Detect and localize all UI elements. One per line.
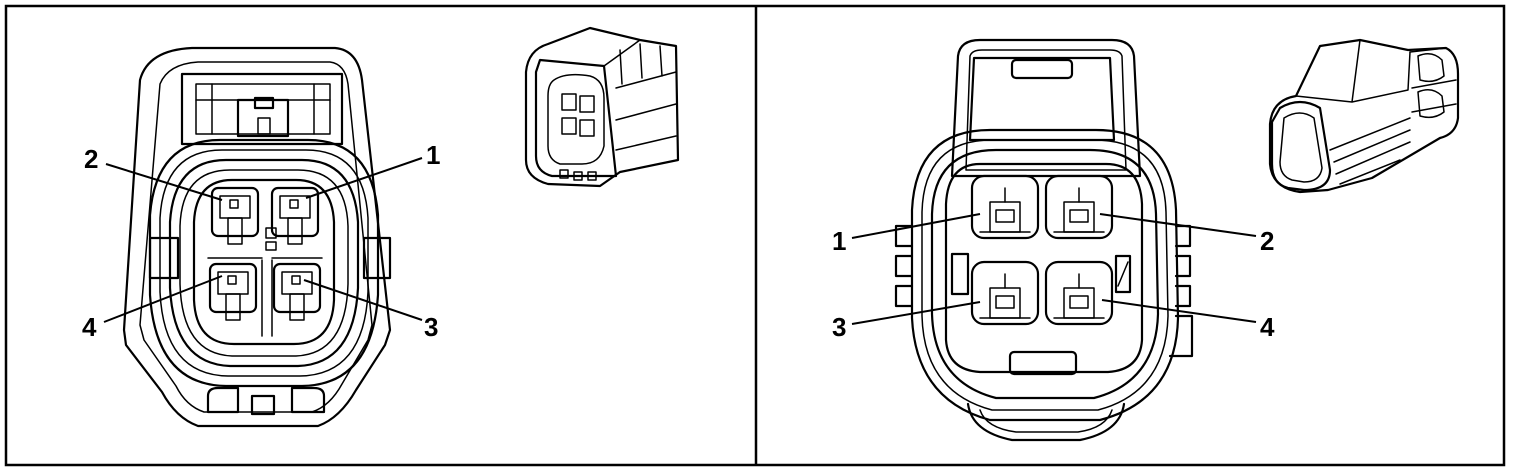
leader-line <box>851 213 981 239</box>
leader-line <box>305 157 423 199</box>
pin-label: 1 <box>832 226 846 256</box>
left-connector-face <box>122 46 392 428</box>
leader-line <box>103 275 223 323</box>
left-cavity-4 <box>208 262 258 321</box>
leader-line <box>1101 299 1257 323</box>
leader-line <box>1099 213 1257 237</box>
right-connector-face <box>894 38 1194 442</box>
right-pin-labels: 1 2 3 4 <box>832 213 1275 342</box>
left-pin-labels: 2 1 4 3 <box>82 140 440 342</box>
right-cavity-2 <box>1044 174 1114 240</box>
pin-label: 3 <box>424 312 438 342</box>
leader-line <box>303 279 423 321</box>
left-cavity-1 <box>270 186 320 245</box>
right-panel: 1 2 3 4 <box>832 38 1460 442</box>
pin-label: 2 <box>1260 226 1274 256</box>
leader-line <box>105 163 223 201</box>
left-cavity-2 <box>210 186 260 245</box>
pin-label: 4 <box>1260 312 1275 342</box>
right-cavity-1 <box>970 174 1040 240</box>
right-connector-thumbnail <box>1268 38 1460 194</box>
pin-label: 2 <box>84 144 98 174</box>
pin-label: 1 <box>426 140 440 170</box>
left-connector-thumbnail <box>524 26 680 188</box>
pin-label: 4 <box>82 312 97 342</box>
leader-line <box>851 301 981 325</box>
left-cavity-3 <box>272 262 322 321</box>
left-panel: 2 1 4 3 <box>82 26 680 428</box>
right-cavity-4 <box>1044 260 1114 326</box>
right-cavity-3 <box>970 260 1040 326</box>
pin-label: 3 <box>832 312 846 342</box>
